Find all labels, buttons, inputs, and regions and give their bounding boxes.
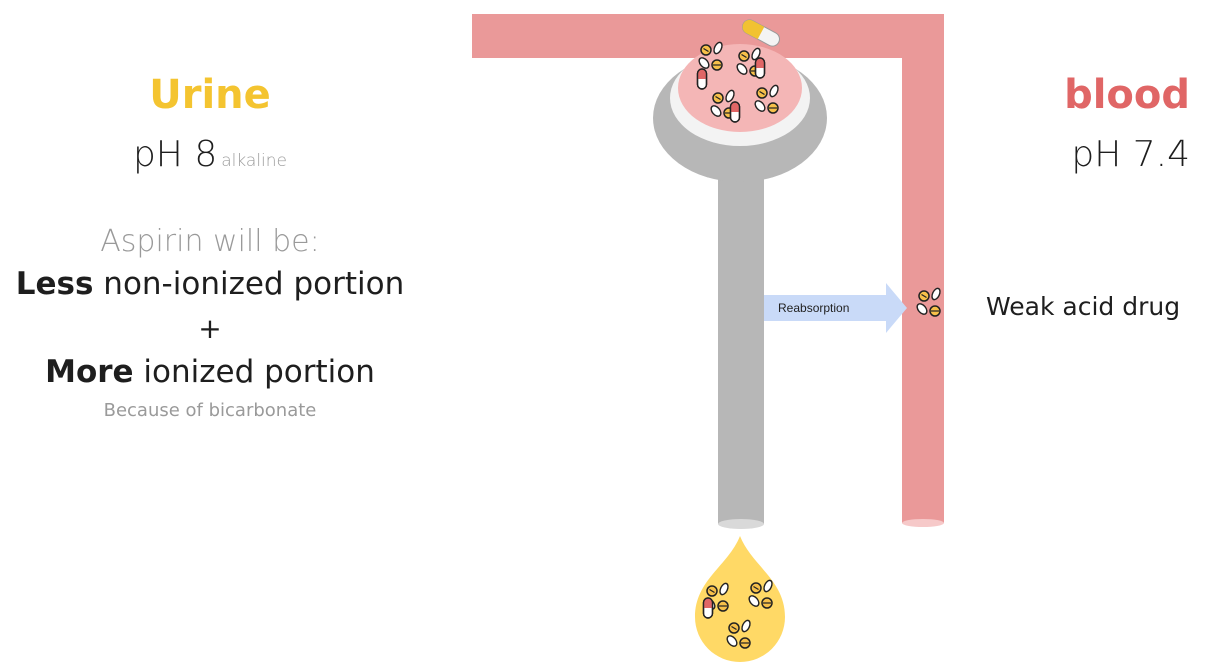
blood-vessel-end xyxy=(902,519,944,527)
capsule-icon xyxy=(756,58,765,78)
capsule-icon xyxy=(698,69,707,89)
capsule-icon xyxy=(731,102,740,122)
tubule-end xyxy=(718,519,764,529)
renal-tubule xyxy=(718,150,764,524)
reabsorption-label: Reabsorption xyxy=(778,301,849,315)
capsule-icon xyxy=(704,598,713,618)
